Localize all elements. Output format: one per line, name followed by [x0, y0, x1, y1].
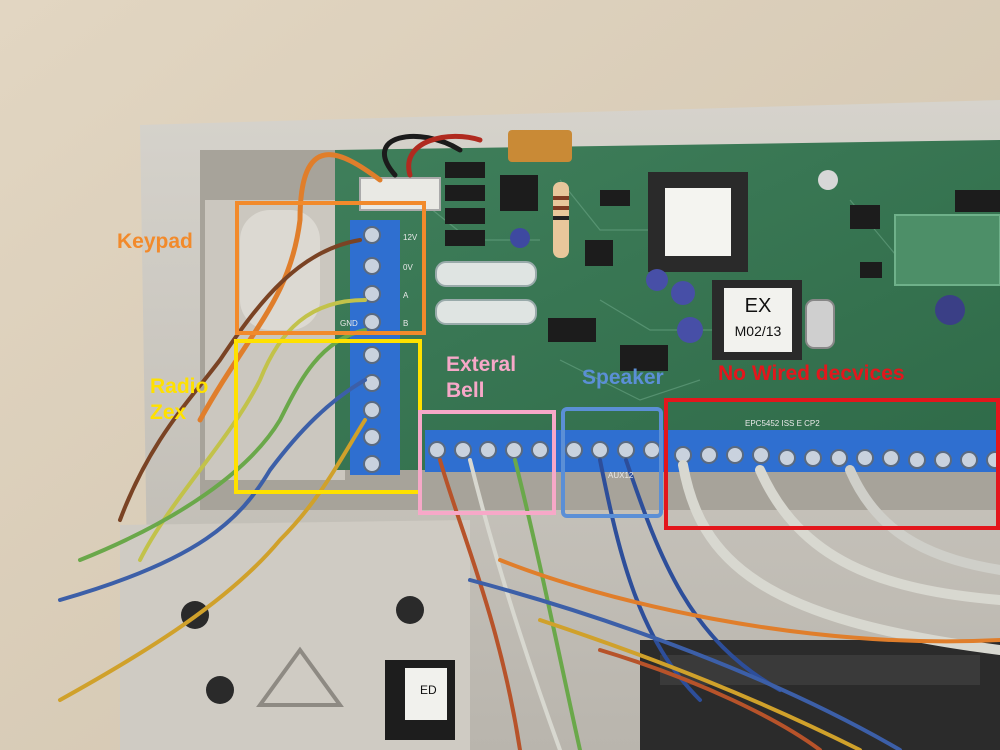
radio-zex-box: [234, 339, 422, 494]
chip-label-line2: M02/13: [735, 323, 782, 339]
psu-cover: [120, 520, 470, 750]
chip-label-line1: EX: [745, 295, 772, 317]
speaker-label: Speaker: [582, 366, 664, 389]
speaker-box: [561, 407, 663, 518]
terminal-label-12v: 12V: [403, 233, 418, 242]
keypad-box: [235, 201, 426, 335]
radio-zex-label: Radio Zex: [150, 374, 208, 427]
radio-zex-line1: Radio: [150, 375, 209, 398]
no-wired-devices-label: No Wired decvices: [718, 362, 905, 385]
terminal-label-b: B: [403, 319, 408, 328]
wires: [58, 133, 1000, 750]
board-model-label: EPC5452 ISS E CP2: [745, 419, 820, 428]
terminal-label-a: A: [403, 291, 409, 300]
keypad-label: Keypad: [117, 230, 193, 253]
radio-zex-line2: Zex: [150, 401, 187, 425]
external-bell-line2: Bell: [446, 379, 485, 403]
board-labels: EX M02/13: [735, 295, 782, 339]
cover-label: ED: [420, 683, 437, 697]
terminal-strip-vertical: [350, 220, 400, 475]
external-bell-label: Exteral Bell: [446, 352, 516, 405]
external-bell-box: [418, 410, 556, 515]
no-wired-devices-box: [664, 398, 1000, 530]
terminal-label-gnd: GND: [340, 319, 358, 328]
circuit-board: [335, 130, 1000, 470]
external-bell-line1: Exteral: [446, 353, 517, 376]
terminal-label-aux12: AUX12: [608, 471, 634, 480]
terminal-label-0v: 0V: [403, 263, 413, 272]
